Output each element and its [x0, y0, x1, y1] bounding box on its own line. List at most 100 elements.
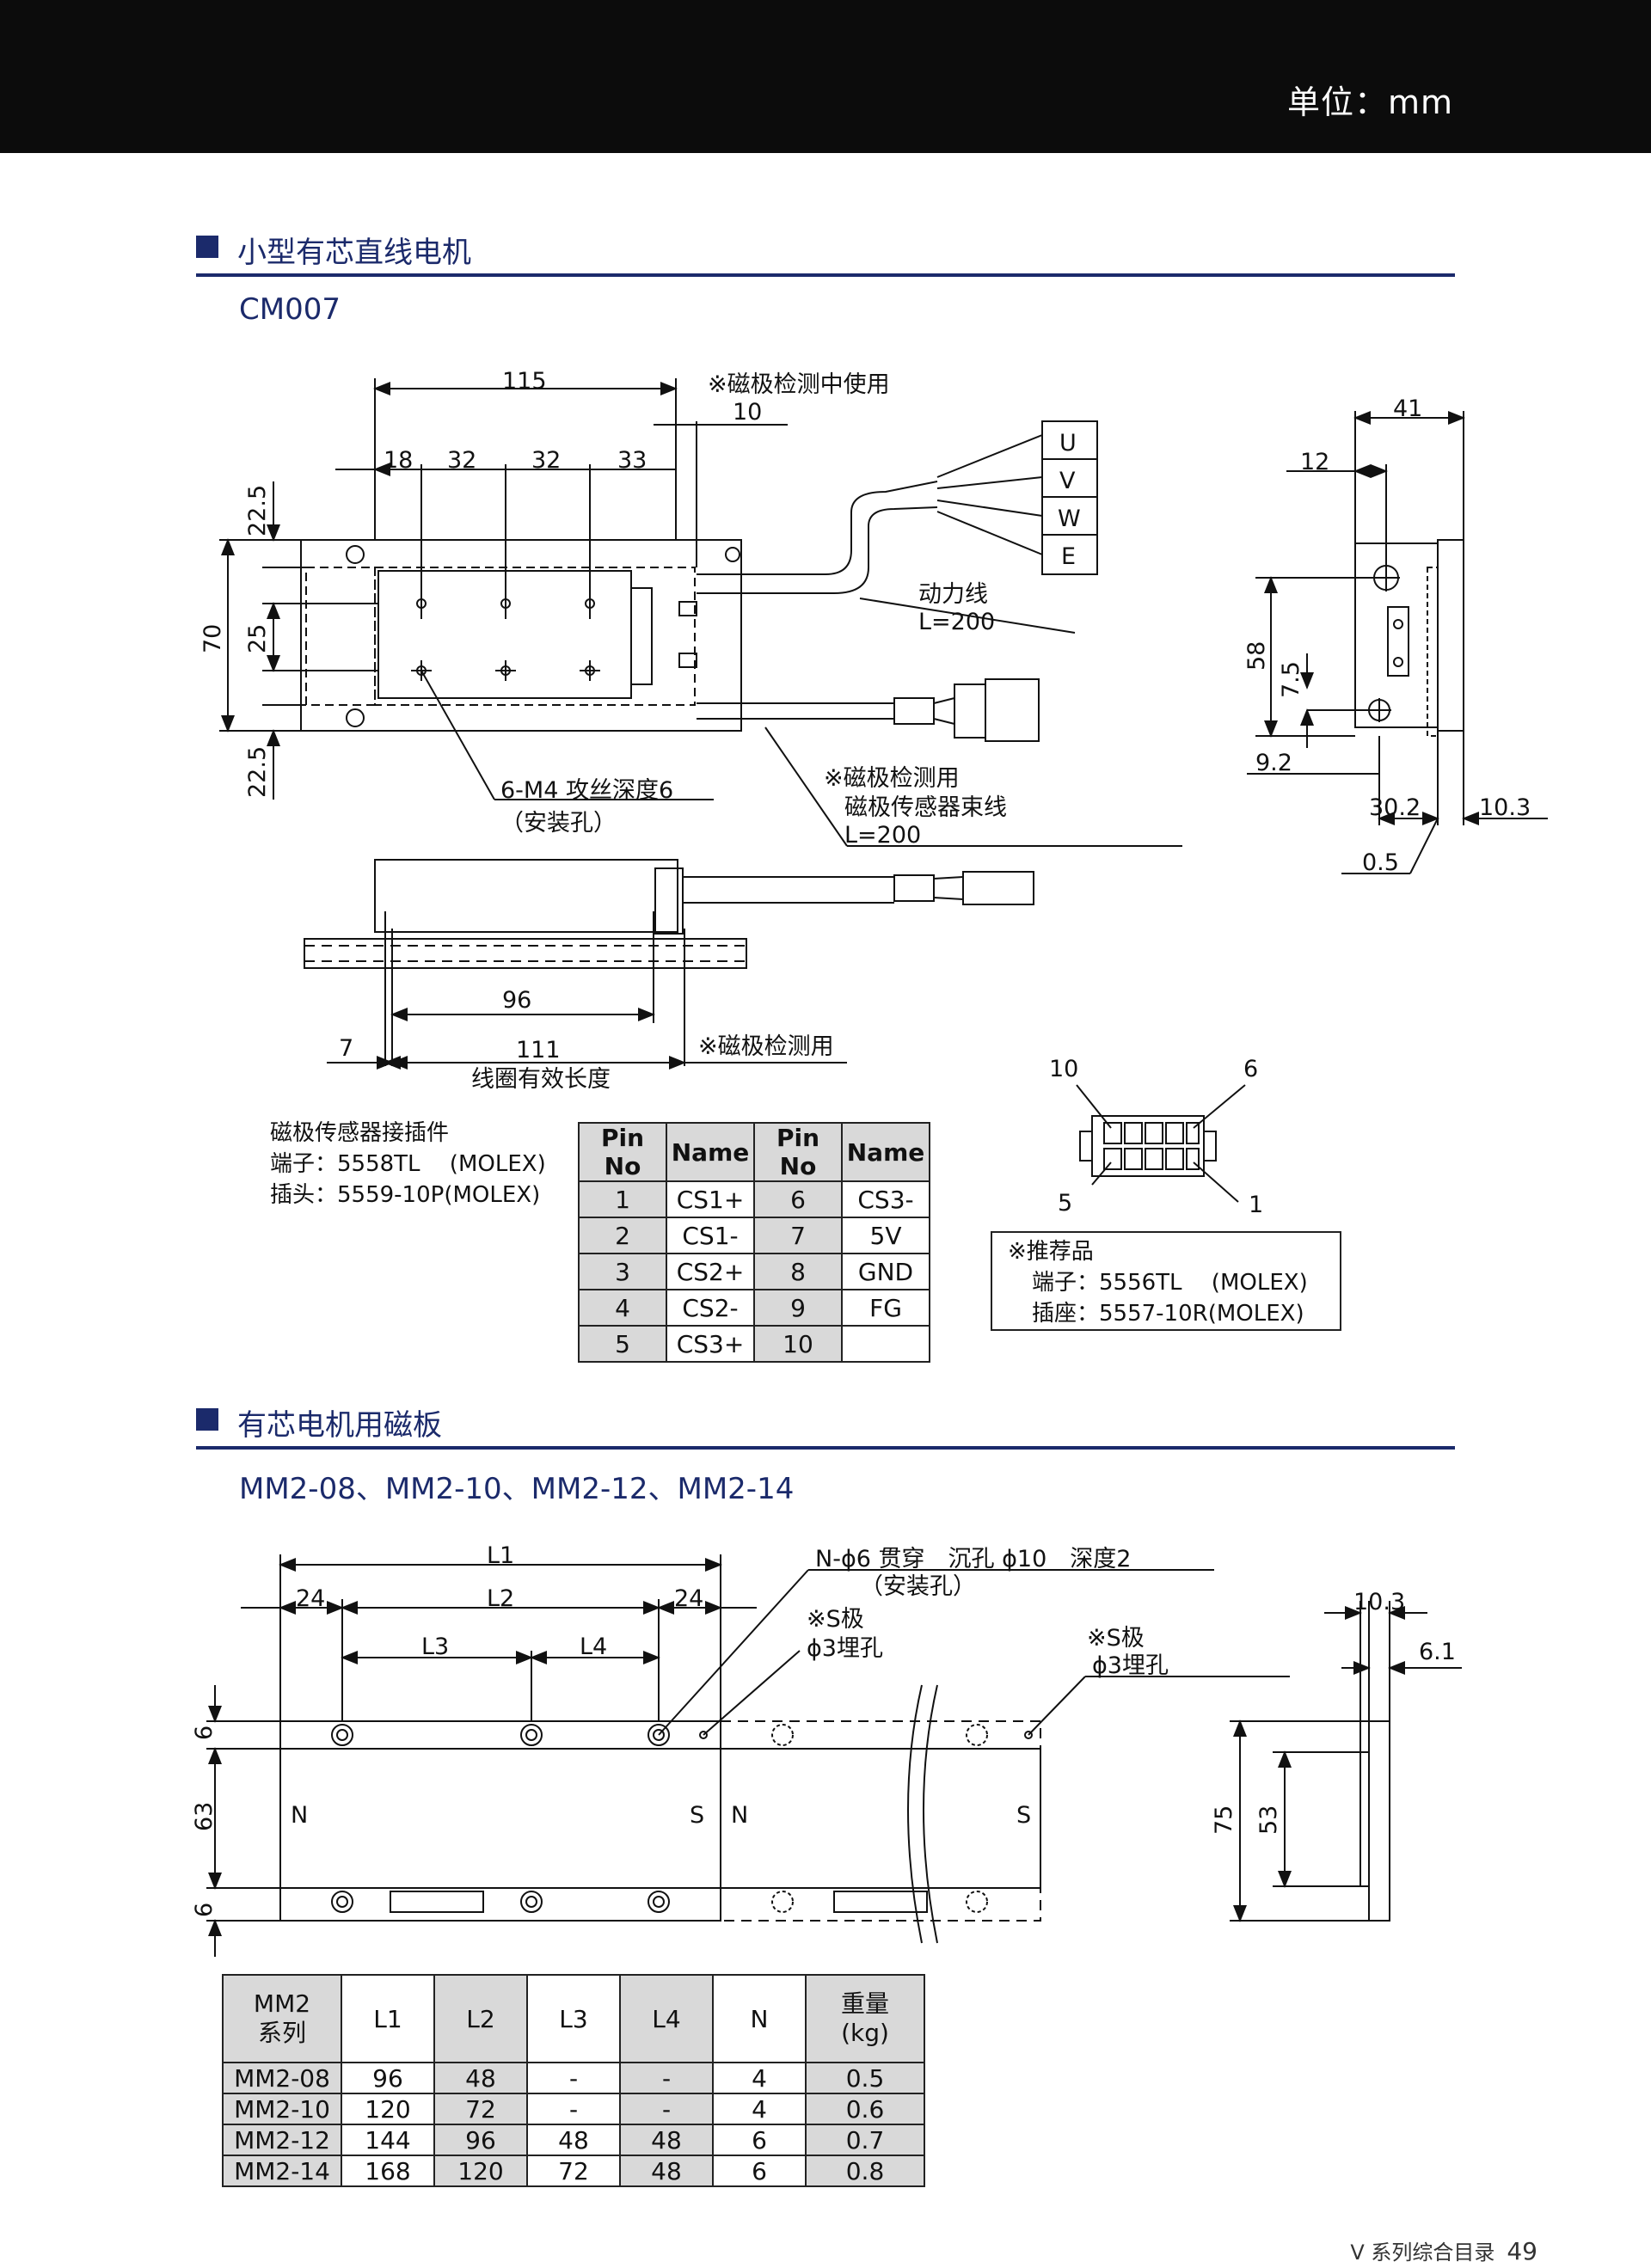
recommended-terminal: 端子：5556TL (MOLEX)	[1032, 1270, 1308, 1296]
table-row: 5 CS3+ 10	[578, 1325, 930, 1363]
table-cell: 4	[578, 1289, 667, 1327]
phase-v: V	[1059, 468, 1076, 494]
note-power-line: 动力线	[918, 581, 988, 608]
dim-25: 25	[244, 624, 271, 653]
dim-6-bottom: 6	[191, 1903, 218, 1917]
table-cell: 2	[578, 1217, 667, 1254]
table-cell	[841, 1325, 930, 1363]
dim-33: 33	[617, 447, 647, 474]
table-cell: 96	[341, 2062, 435, 2094]
mm2-header-l2: L2	[433, 1974, 528, 2063]
table-cell: 120	[341, 2093, 435, 2125]
table-cell: MM2-10	[222, 2093, 342, 2125]
table-cell: -	[619, 2093, 714, 2125]
recommended-title: ※推荐品	[1008, 1239, 1094, 1265]
table-cell: CS2+	[666, 1253, 755, 1290]
mount-holes	[411, 464, 600, 681]
pole-n-b: N	[731, 1802, 748, 1829]
dim-22-5-top: 22.5	[244, 485, 271, 536]
table-cell: 7	[753, 1217, 843, 1254]
mm2-header-series: MM2 系列	[222, 1974, 342, 2063]
catalog-name: V 系列综合目录	[1350, 2240, 1495, 2265]
recommended-socket: 插座：5557-10R(MOLEX)	[1032, 1301, 1304, 1327]
dim-32b: 32	[531, 447, 561, 474]
motor-front-view	[374, 859, 678, 933]
dim-115: 115	[502, 368, 547, 395]
table-cell: 1	[578, 1180, 667, 1218]
mm2-header-n: N	[712, 1974, 807, 2063]
motor-base-plate	[300, 539, 742, 732]
table-cell: 3	[578, 1253, 667, 1290]
section-title: 有芯电机用磁板	[237, 1408, 442, 1443]
table-cell: CS3-	[841, 1180, 930, 1218]
table-row: MM2-08 96 48 - - 4 0.5	[222, 2062, 925, 2094]
dim-18: 18	[384, 447, 413, 474]
note-tap: 6-M4 攻丝深度6	[500, 777, 673, 804]
table-cell: 0.5	[805, 2062, 925, 2094]
note-tap-sub: （安装孔）	[500, 810, 617, 837]
note-through-sub: （安装孔）	[860, 1573, 976, 1600]
dim-0-5: 0.5	[1362, 849, 1399, 876]
header-bar: 单位：mm	[0, 0, 1651, 153]
mm2-header-l1: L1	[341, 1974, 435, 2063]
section-heading-motor: 小型有芯直线电机	[196, 225, 1455, 277]
unit-label: 单位：mm	[1286, 83, 1453, 121]
mm2-header-l3: L3	[526, 1974, 621, 2063]
table-cell: MM2-14	[222, 2155, 342, 2187]
dim-6-1: 6.1	[1419, 1639, 1456, 1665]
dim-9-2: 9.2	[1255, 750, 1292, 776]
magnet-plate-side	[304, 938, 747, 969]
dim-111: 111	[516, 1037, 561, 1064]
dim-6-top: 6	[191, 1726, 218, 1740]
table-cell: CS1-	[666, 1217, 755, 1254]
table-row: 4 CS2- 9 FG	[578, 1289, 930, 1327]
mm2-header-l4: L4	[619, 1974, 714, 2063]
section-title: 小型有芯直线电机	[237, 236, 471, 270]
phase-w: W	[1058, 506, 1081, 532]
connector-notes: 磁极传感器接插件 端子：5558TL (MOLEX) 插头：5559-10P(M…	[270, 1118, 546, 1211]
note-s-hole: ϕ3埋孔	[807, 1635, 883, 1662]
table-cell: 144	[341, 2124, 435, 2156]
pole-s-a: S	[690, 1802, 704, 1829]
table-cell: 6	[712, 2155, 807, 2187]
note-power-length: L=200	[918, 609, 995, 635]
mm2-spec-table: MM2 系列 L1 L2 L3 L4 N 重量 (kg) MM2-08 96 4…	[222, 1974, 925, 2187]
model-name: CM007	[239, 292, 341, 327]
note-coil-length: 线圈有效长度	[471, 1066, 611, 1093]
section-heading-magnet: 有芯电机用磁板	[196, 1398, 1455, 1450]
table-cell: 168	[341, 2155, 435, 2187]
pole-s-b: S	[1016, 1802, 1031, 1829]
dim-58: 58	[1243, 641, 1270, 671]
dim-l2: L2	[487, 1585, 514, 1612]
table-cell: 0.7	[805, 2124, 925, 2156]
dim-41: 41	[1393, 395, 1422, 422]
dim-32a: 32	[447, 447, 476, 474]
dim-l3: L3	[421, 1634, 449, 1660]
note-s-pole: ※S极	[807, 1606, 864, 1633]
dim-l1: L1	[487, 1542, 514, 1569]
dim-53: 53	[1255, 1805, 1282, 1835]
table-cell: GND	[841, 1253, 930, 1290]
connector-terminal: 端子：5558TL (MOLEX)	[270, 1151, 546, 1177]
dim-l4: L4	[580, 1634, 607, 1660]
magnet-plate-side-view	[1368, 1720, 1390, 1922]
pin-header-3: Pin No	[753, 1122, 843, 1182]
pin-header-2: Name	[666, 1122, 755, 1182]
pin-6-label: 6	[1243, 1056, 1258, 1082]
table-row: 3 CS2+ 8 GND	[578, 1253, 930, 1290]
dim-70: 70	[199, 624, 226, 653]
table-cell: 4	[712, 2093, 807, 2125]
note-s-pole-2: ※S极	[1087, 1625, 1145, 1652]
section-square-icon	[196, 1408, 218, 1431]
table-cell: CS2-	[666, 1289, 755, 1327]
table-cell: 5V	[841, 1217, 930, 1254]
table-cell: 120	[433, 2155, 528, 2187]
connector-title: 磁极传感器接插件	[270, 1120, 450, 1146]
dim-12: 12	[1300, 449, 1329, 475]
table-cell: 72	[433, 2093, 528, 2125]
phase-e: E	[1061, 543, 1076, 570]
dim-7: 7	[339, 1035, 353, 1062]
table-cell: 6	[712, 2124, 807, 2156]
table-cell: 48	[526, 2124, 621, 2156]
